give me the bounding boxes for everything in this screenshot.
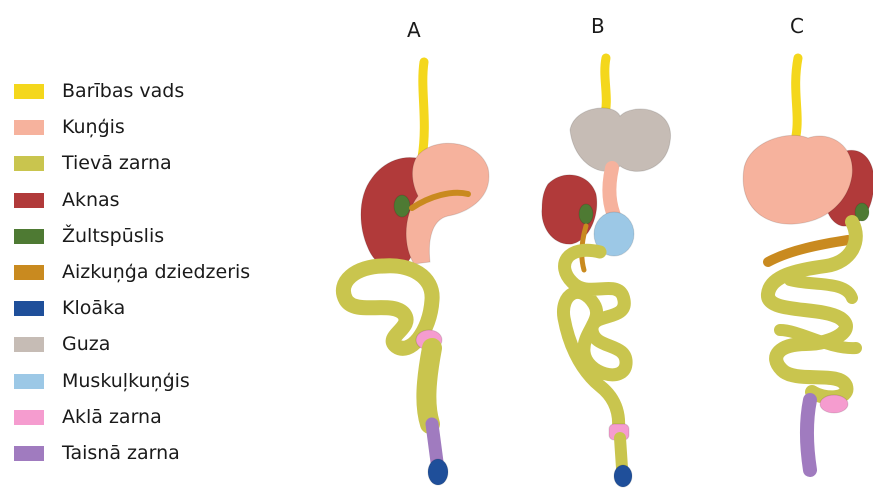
digestive-system-a xyxy=(343,62,489,485)
rectum-c xyxy=(807,400,810,470)
rectum-b xyxy=(620,438,622,468)
esophagus-c xyxy=(796,58,798,136)
large-intestine-a xyxy=(426,348,432,424)
gallbladder-a xyxy=(394,195,410,217)
digestive-system-b xyxy=(542,58,671,487)
small-intestine-b xyxy=(563,250,626,432)
cecum-c xyxy=(820,395,848,413)
esophagus-a xyxy=(422,62,424,158)
digestive-system-c xyxy=(743,58,873,470)
cloaca-b xyxy=(614,465,632,487)
crop-b xyxy=(570,108,671,171)
rectum-a xyxy=(432,424,437,462)
gallbladder-b xyxy=(579,204,593,224)
cloaca-a xyxy=(428,459,448,485)
